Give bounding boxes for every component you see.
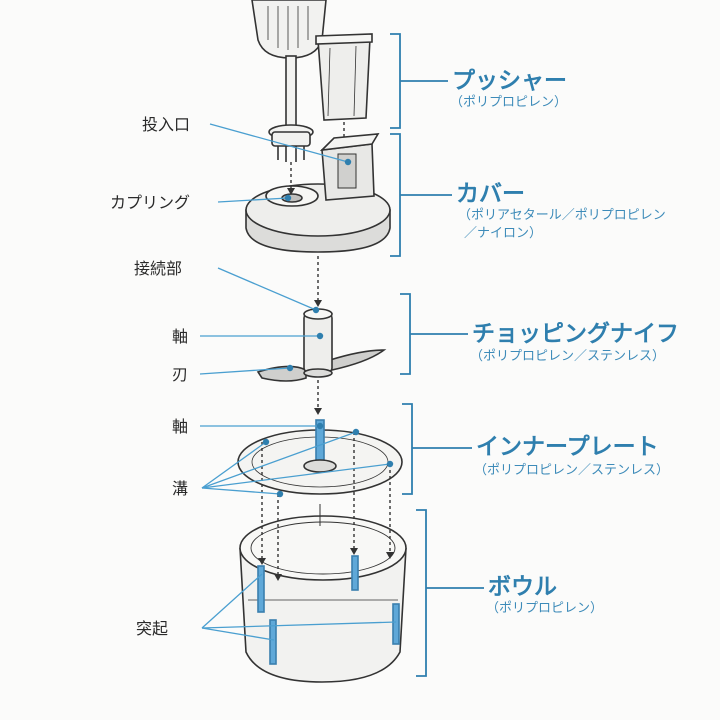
assembly-arrowheads bbox=[258, 188, 394, 581]
part-material-cover-1: （ポリアセタール／ポリプロピレン bbox=[458, 208, 666, 223]
label-coupling: カプリング bbox=[110, 193, 190, 212]
label-toinyuko: 投入口 bbox=[142, 115, 190, 134]
part-material-cover-2: ／ナイロン） bbox=[464, 226, 542, 241]
label-ha: 刃 bbox=[172, 365, 188, 384]
part-name-inner-plate: インナープレート bbox=[476, 434, 659, 460]
chopping-knife-part bbox=[256, 308, 387, 382]
label-jiku-top: 軸 bbox=[172, 327, 188, 346]
motor-unit bbox=[251, 0, 327, 162]
part-material-inner-plate: （ポリプロピレン／ステンレス） bbox=[474, 463, 669, 478]
part-material-bowl: （ポリプロピレン） bbox=[486, 601, 603, 616]
pusher-part bbox=[315, 33, 373, 121]
part-name-pusher: プッシャー bbox=[452, 68, 567, 94]
part-material-pusher: （ポリプロピレン） bbox=[450, 95, 567, 110]
label-mizo: 溝 bbox=[172, 479, 188, 498]
cover-part bbox=[245, 133, 391, 253]
part-name-bowl: ボウル bbox=[488, 574, 557, 600]
bowl-part bbox=[239, 504, 407, 683]
label-jiku-mid: 軸 bbox=[172, 417, 188, 436]
leader-dots bbox=[262, 158, 394, 498]
label-setsuzokubu: 接続部 bbox=[134, 259, 182, 278]
assembly-guides bbox=[261, 162, 391, 576]
part-material-knife: （ポリプロピレン／ステンレス） bbox=[470, 349, 665, 364]
bracket-connectors bbox=[400, 80, 484, 589]
part-name-knife: チョッピングナイフ bbox=[472, 320, 679, 347]
leader-lines bbox=[199, 123, 397, 641]
label-tokki: 突起 bbox=[136, 619, 168, 638]
part-name-cover: カバー bbox=[456, 181, 525, 207]
